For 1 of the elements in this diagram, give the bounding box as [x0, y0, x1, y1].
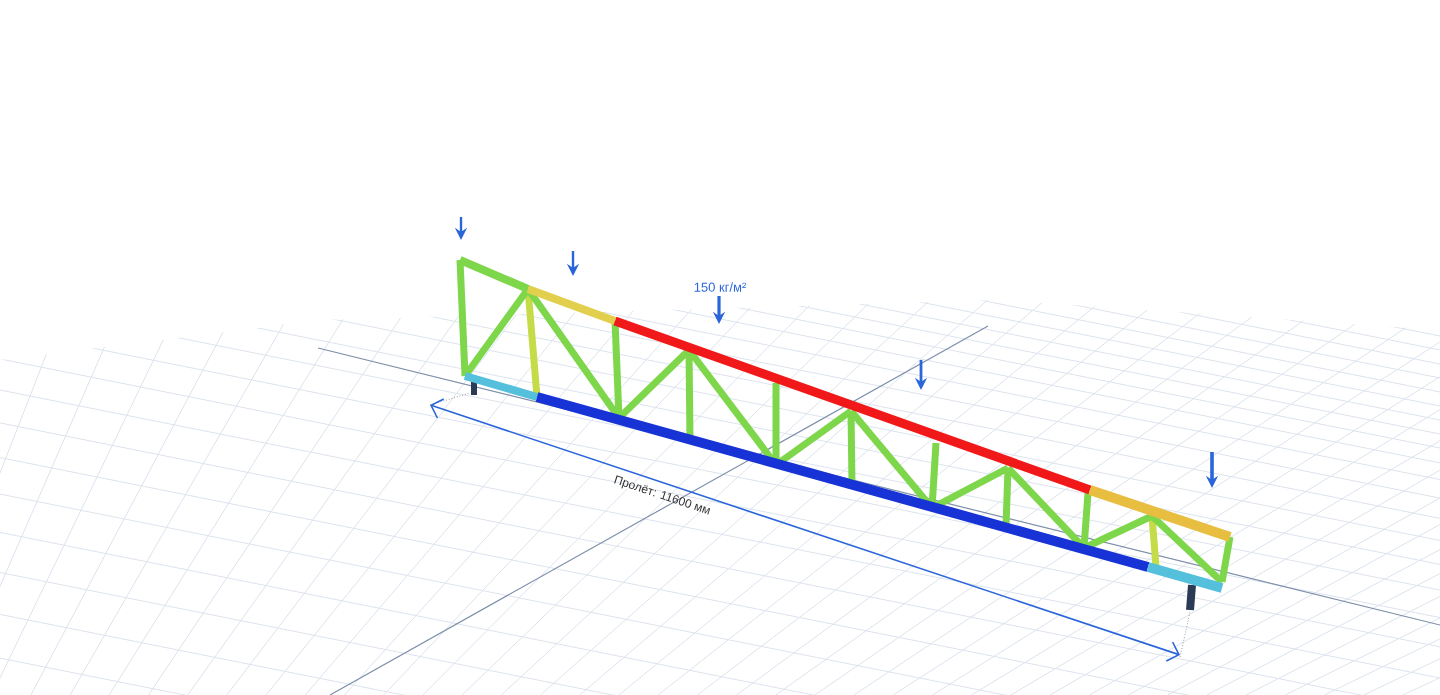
load-label: 150 кг/м² — [694, 282, 747, 292]
